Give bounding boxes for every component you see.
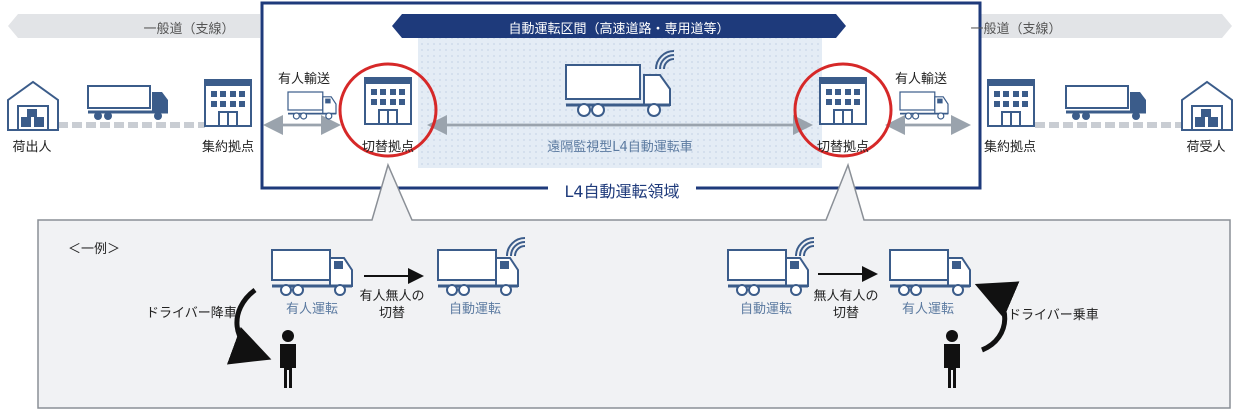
right-road-label: 一般道（支線） — [970, 22, 1062, 37]
left-semi-truck-icon — [86, 84, 170, 122]
example-right-driver-action: ドライバー乗車 — [1008, 308, 1099, 323]
right-switch-highlight — [793, 62, 893, 158]
remote-truck-label: 遠隔監視型L4自動運転車 — [547, 140, 693, 155]
example-left-to-label: 自動運転 — [448, 302, 502, 317]
shipper-label: 荷出人 — [12, 140, 52, 155]
l4-label-plate — [548, 176, 696, 200]
driver-board-arrow — [974, 281, 1020, 353]
left-road-banner — [8, 14, 260, 38]
example-left-switch-line1: 有人無人の — [359, 289, 425, 304]
right-manned-label: 有人輸送 — [894, 72, 948, 87]
left-hub-building-icon — [204, 79, 252, 127]
left-road-label: 一般道（支線） — [143, 22, 235, 37]
example-right-switch-line2: 切替 — [832, 306, 860, 321]
right-hub-label: 集約拠点 — [983, 140, 1037, 155]
right-switch-building-icon — [819, 77, 867, 125]
example-right-to-label: 有人運転 — [901, 302, 955, 317]
driver-exit-arrow — [226, 287, 272, 365]
left-hub-label: 集約拠点 — [201, 140, 255, 155]
left-switch-highlight — [338, 62, 438, 158]
example-left-driver-action: ドライバー降車 — [146, 306, 237, 321]
example-left-from-label: 有人運転 — [285, 302, 339, 317]
remote-zone — [418, 38, 822, 168]
l4-area-label: L4自動運転領域 — [564, 182, 680, 201]
auto-section-banner — [392, 14, 846, 38]
example-left-switch-line2: 切替 — [378, 306, 406, 321]
example-callout — [37, 162, 1231, 409]
left-manned-label: 有人輸送 — [277, 72, 331, 87]
left-switch-building-icon — [364, 77, 412, 125]
right-hub-building-icon — [987, 79, 1035, 127]
example-title: ＜一例＞ — [68, 242, 121, 257]
example-right-switch-line1: 無人有人の — [813, 289, 879, 304]
auto-section-label: 自動運転区間（高速道路・専用道等） — [508, 22, 730, 37]
left-switch-label: 切替拠点 — [361, 140, 415, 155]
receiver-label: 荷受人 — [1186, 140, 1226, 155]
example-right-from-label: 自動運転 — [739, 302, 793, 317]
right-road-banner — [980, 14, 1232, 38]
right-switch-label: 切替拠点 — [816, 140, 870, 155]
right-semi-truck-icon — [1064, 84, 1148, 122]
receiver-warehouse-icon — [1181, 81, 1233, 131]
shipper-warehouse-icon — [7, 81, 59, 131]
remote-l4-truck-icon — [565, 50, 675, 117]
